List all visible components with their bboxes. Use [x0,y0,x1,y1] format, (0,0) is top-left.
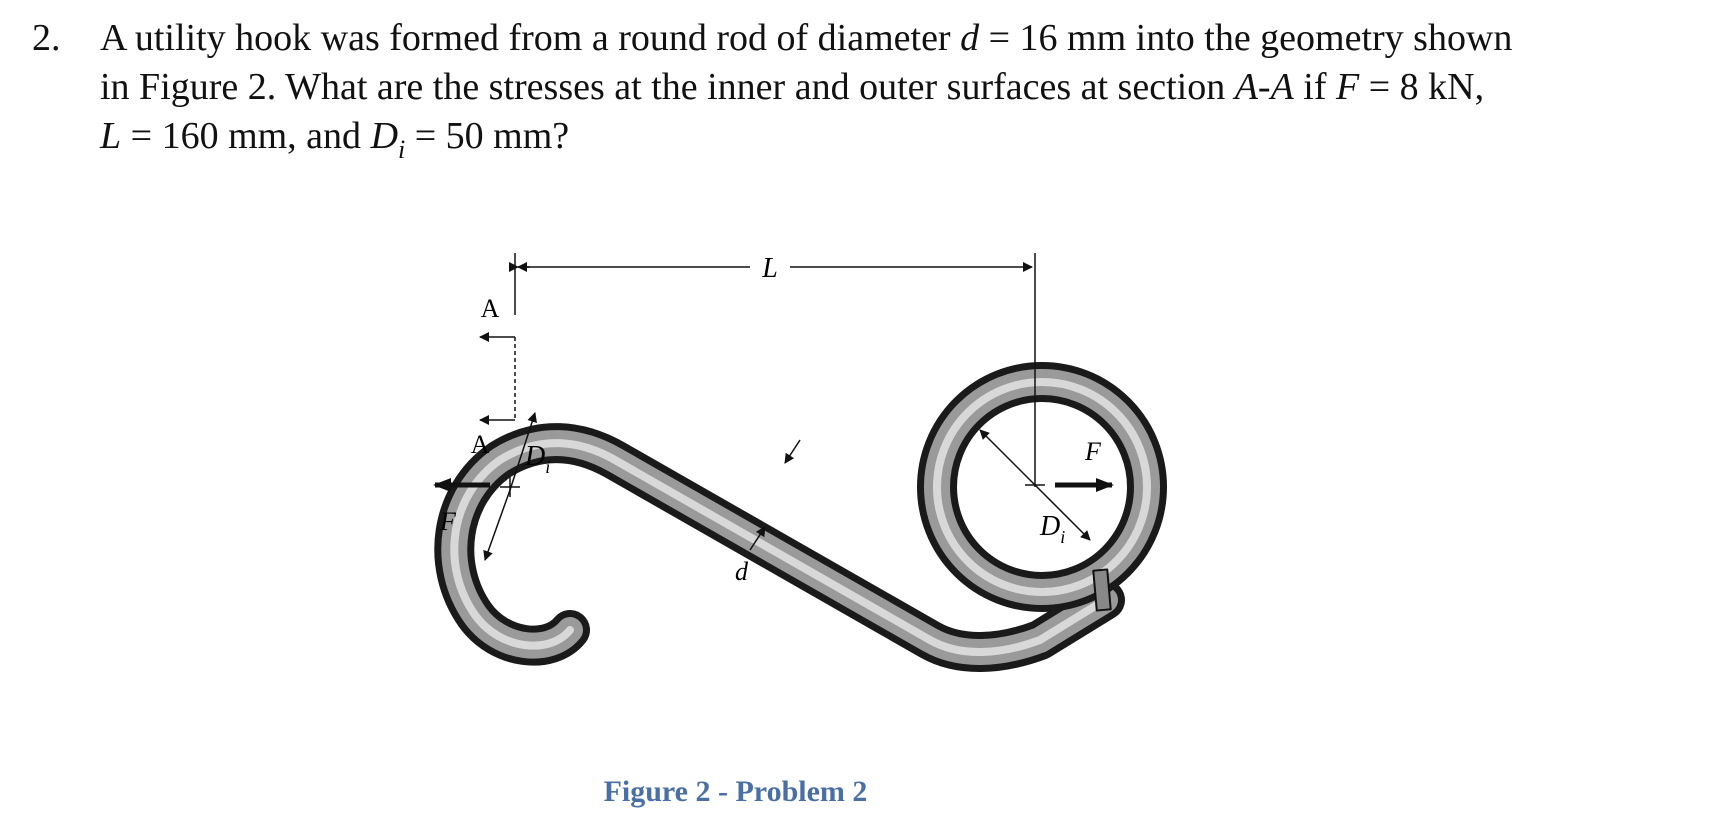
dimension-l [509,253,1036,487]
label-d: d [735,557,749,586]
label-a-mid: A [471,430,490,459]
text-segment: = 16 mm into the geometry shown [979,17,1513,59]
problem-line-3: L = 160 mm, and Di = 50 mm? [100,112,1700,164]
text-segment: A utility hook was formed from a round r… [100,17,961,59]
label-f-left: F [439,507,457,536]
label-f-right: F [1084,437,1102,466]
text-segment: = 50 mm? [405,115,570,157]
problem-line-1: A utility hook was formed from a round r… [100,14,1700,63]
right-di-dimension [979,429,1091,541]
label-a-top: A [481,294,500,323]
problem-number: 2. [32,17,61,59]
text-segment: if [1293,66,1336,108]
diameter-d-markers [749,439,801,551]
hook-diagram: L A A Di F d Di [433,253,1167,672]
hook-figure: L A A Di F d Di [360,245,1340,745]
left-di-dimension [483,412,537,561]
variable-d: d [960,17,980,59]
figure-caption: Figure 2 - Problem 2 [0,775,1731,809]
variable-f: F [1336,66,1360,108]
variable-di: D [370,115,399,157]
label-di-right: Di [1039,511,1065,547]
caption-text: Figure 2 - Problem 2 [603,775,868,808]
problem-text: A utility hook was formed from a round r… [100,14,1700,164]
label-l: L [761,253,778,284]
text-segment: = 160 mm, and [121,115,371,157]
label-di-left: Di [524,441,550,477]
variable-l: L [100,115,122,157]
subscript-i: i [398,135,406,164]
text-segment: = 8 kN, [1359,66,1485,108]
section-label: A-A [1234,66,1294,108]
rod-shape [434,362,1167,672]
problem-line-2: in Figure 2. What are the stresses at th… [100,63,1700,112]
text-segment: in Figure 2. What are the stresses at th… [100,66,1235,108]
section-a-markers [479,332,516,425]
